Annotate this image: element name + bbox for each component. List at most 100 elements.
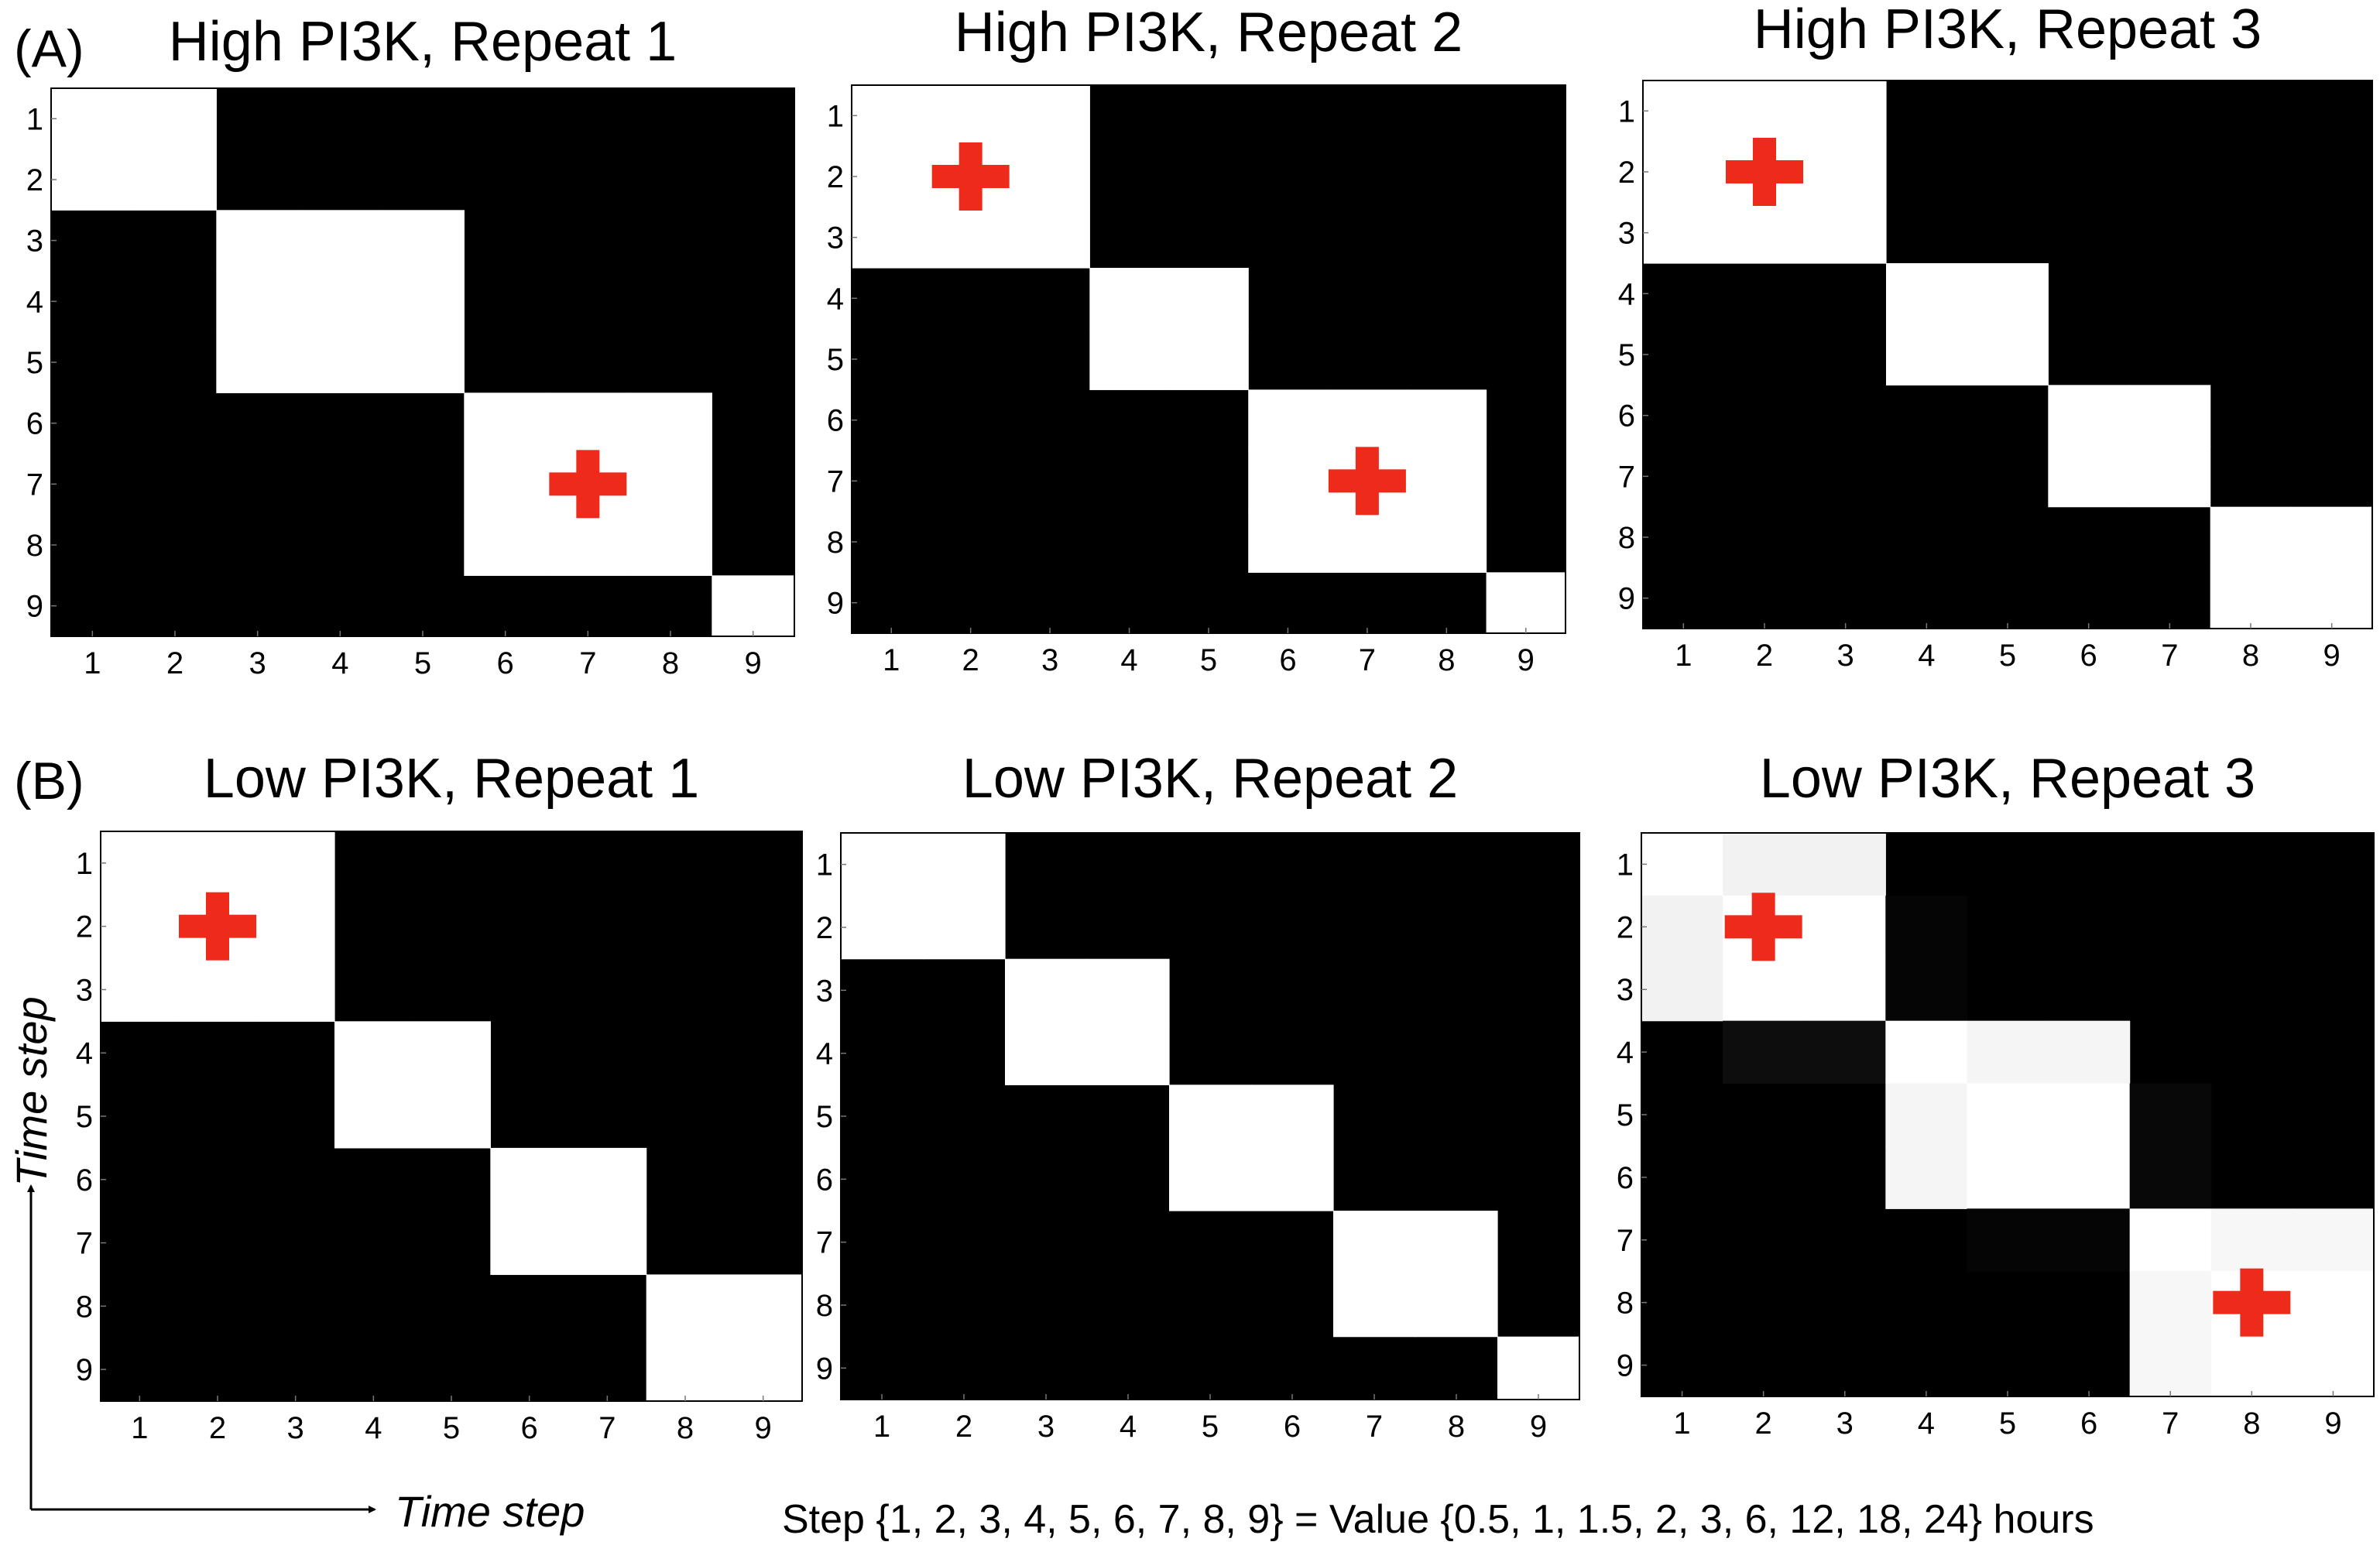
heatmap-cell xyxy=(1723,833,1805,896)
heatmap-cell xyxy=(1641,895,1723,959)
heatmap-cell xyxy=(1885,1146,1968,1209)
y-tick-label: 8 xyxy=(26,529,43,563)
x-tick-label: 6 xyxy=(2080,1407,2097,1441)
panel-title: High PI3K, Repeat 2 xyxy=(955,2,1463,63)
x-tick-label: 9 xyxy=(2324,1407,2341,1441)
heatmap-cell xyxy=(568,1211,647,1276)
heatmap-cell xyxy=(256,894,335,959)
heatmap-cell xyxy=(1804,833,1886,896)
y-tick-label: 2 xyxy=(26,163,43,197)
y-tick-label: 3 xyxy=(26,224,43,259)
heatmap-cell xyxy=(1333,1211,1416,1274)
heatmap-cell xyxy=(712,575,795,637)
heatmap-cell xyxy=(2210,1208,2293,1272)
heatmap-cell xyxy=(2210,1334,2293,1397)
heatmap-cell xyxy=(1169,1147,1252,1211)
heatmap-cell xyxy=(1169,1084,1252,1149)
heatmap-cell xyxy=(1327,389,1408,451)
heatmap-cell xyxy=(1641,958,1723,1022)
y-tick-label: 6 xyxy=(1618,399,1635,433)
y-tick-label: 7 xyxy=(76,1227,93,1261)
heatmap-cell xyxy=(2291,506,2373,568)
heatmap-cell xyxy=(1967,324,2049,385)
y-tick-label: 2 xyxy=(76,910,93,944)
heatmap-cell xyxy=(1723,1020,1805,1084)
x-tick-label: 8 xyxy=(1438,643,1455,677)
heatmap-cell xyxy=(1087,1022,1170,1085)
x-tick-label: 9 xyxy=(1518,643,1535,677)
y-tick-label: 8 xyxy=(827,526,844,560)
heatmap-cell xyxy=(2048,1020,2131,1084)
plus-marker xyxy=(549,450,627,519)
x-tick-label: 2 xyxy=(166,646,183,680)
y-tick-label: 9 xyxy=(816,1352,833,1386)
heatmap-cell xyxy=(931,207,1011,269)
heatmap-cell xyxy=(1168,268,1249,330)
heatmap-cell xyxy=(299,331,382,393)
heatmap-cell xyxy=(101,894,180,959)
y-tick-label: 5 xyxy=(816,1100,833,1134)
x-tick-label: 4 xyxy=(1120,643,1137,677)
heatmap-cell xyxy=(841,833,924,896)
y-tick-label: 9 xyxy=(26,590,43,624)
plus-marker xyxy=(179,892,256,961)
heatmap-cell xyxy=(1333,1273,1416,1338)
y-tick-label: 1 xyxy=(816,848,833,882)
x-tick-label: 1 xyxy=(1673,1407,1690,1441)
y-tick-label: 3 xyxy=(816,974,833,1008)
panel-title: Low PI3K, Repeat 3 xyxy=(1760,748,2255,810)
plus-marker-bar xyxy=(206,892,229,961)
heatmap-cell xyxy=(2048,1146,2131,1209)
x-tick-label: 1 xyxy=(873,1410,890,1444)
x-tick-label: 3 xyxy=(1836,1407,1854,1441)
heatmap-cell xyxy=(1885,958,1968,1022)
y-tick-label: 7 xyxy=(1617,1224,1634,1258)
heatmap-cell xyxy=(464,454,547,516)
heatmap-cell xyxy=(490,1147,569,1212)
panel-label-b: (B) xyxy=(14,752,84,810)
plus-marker-bar xyxy=(1355,447,1379,516)
heatmap-cell xyxy=(2048,385,2130,447)
y-tick-label: 4 xyxy=(26,285,43,319)
x-tick-label: 5 xyxy=(1999,1407,2016,1441)
heatmap-cell xyxy=(1723,202,1806,264)
heatmap-cell xyxy=(1967,1020,2049,1084)
heatmap-cell xyxy=(101,958,180,1022)
heatmap-cell xyxy=(256,831,335,896)
y-tick-label: 5 xyxy=(1617,1098,1634,1132)
heatmap-cell xyxy=(412,1084,491,1149)
heatmap-cell xyxy=(2129,1208,2212,1272)
x-tick-label: 7 xyxy=(2162,1407,2179,1441)
heatmap-cell xyxy=(1804,958,1886,1022)
heatmap-cell xyxy=(724,1274,803,1338)
heatmap-cell xyxy=(629,454,712,516)
heatmap-cell xyxy=(2292,1271,2375,1335)
panel-label-a: (A) xyxy=(14,19,84,78)
x-tick-label: 5 xyxy=(1999,639,2016,673)
heatmap-cell xyxy=(1723,958,1805,1022)
plus-marker-bar xyxy=(1753,138,1776,206)
x-tick-label: 1 xyxy=(1675,639,1692,673)
heatmap-cell xyxy=(923,896,1006,960)
y-tick-label: 5 xyxy=(1618,338,1635,372)
heatmap-cell xyxy=(2129,385,2211,447)
heatmap-cell xyxy=(1805,81,1887,142)
heatmap-cell xyxy=(2291,567,2373,629)
x-tick-label: 8 xyxy=(662,646,679,680)
heatmap-cell xyxy=(1251,1084,1334,1149)
y-tick-label: 2 xyxy=(827,160,844,194)
x-axis-label: Time step xyxy=(395,1487,585,1536)
y-tick-label: 1 xyxy=(26,102,43,136)
heatmap-cell xyxy=(2048,1208,2131,1272)
heatmap-cell xyxy=(1643,141,1725,203)
y-tick-label: 6 xyxy=(827,404,844,438)
heatmap-cell xyxy=(133,88,217,150)
heatmap-cell xyxy=(1089,328,1170,390)
heatmap-cell xyxy=(568,1147,647,1212)
heatmap-cell xyxy=(1248,511,1329,573)
y-tick-label: 3 xyxy=(1618,217,1635,251)
